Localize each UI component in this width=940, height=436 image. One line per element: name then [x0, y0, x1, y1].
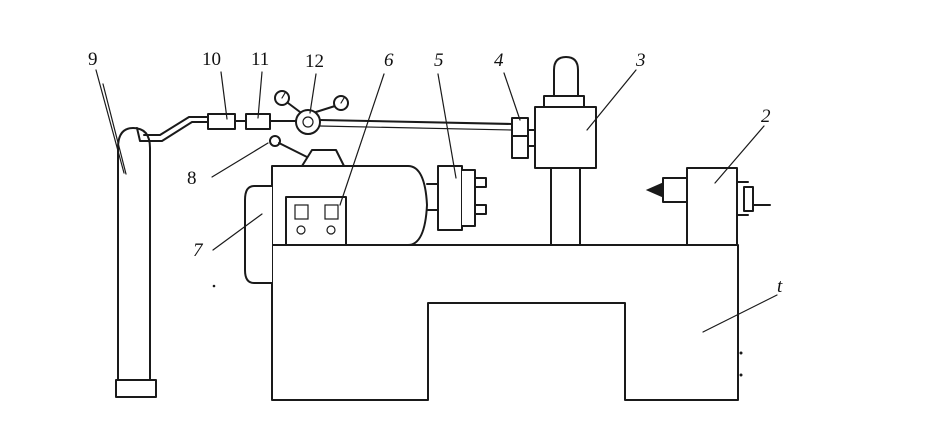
label-11: 11: [251, 49, 269, 70]
gas-cylinder: [115, 127, 157, 398]
torch-column: [511, 56, 597, 246]
label-1: t: [777, 276, 783, 297]
leader-lines: [95, 69, 778, 333]
label-3: 3: [635, 50, 646, 71]
label-5: 5: [434, 50, 444, 71]
label-4: 4: [494, 50, 504, 71]
tailstock: [645, 167, 771, 246]
labels: 9 10 11 12 6 5 4 3 2 8 7 t: [88, 49, 783, 297]
control-panel: [285, 196, 347, 246]
label-10: 10: [202, 49, 221, 70]
label-8: 8: [187, 168, 197, 189]
chuck: [426, 165, 487, 231]
label-7: 7: [193, 240, 204, 261]
label-9: 9: [88, 49, 98, 70]
label-2: 2: [761, 106, 771, 127]
gas-line: [136, 90, 513, 158]
scan-specks: [212, 284, 743, 377]
label-6: 6: [384, 50, 394, 71]
belt-cover: [244, 185, 272, 284]
label-12: 12: [305, 51, 324, 72]
lathe-bed: [271, 244, 739, 401]
